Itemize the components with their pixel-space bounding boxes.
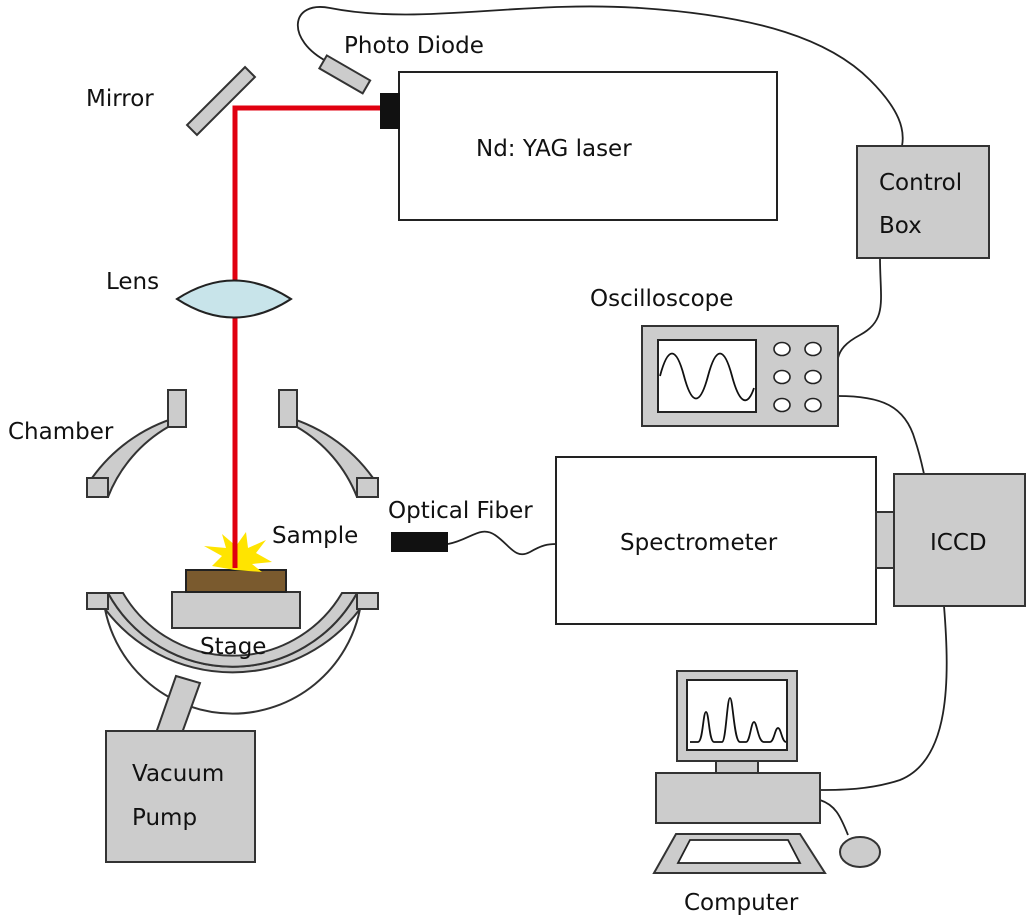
wire-computer-mouse <box>819 799 849 836</box>
oscilloscope-screen <box>657 339 757 413</box>
iccd-label: ICCD <box>930 530 987 556</box>
wire-oscilloscope-iccd <box>837 395 925 475</box>
spectrometer-label: Spectrometer <box>620 530 778 556</box>
optical-fiber-label: Optical Fiber <box>388 498 533 524</box>
sample-label: Sample <box>272 523 358 549</box>
chamber <box>86 389 379 715</box>
chamber-flange-right-upper <box>356 477 379 498</box>
chamber-flange-left-upper <box>86 477 109 498</box>
control-box <box>856 145 990 259</box>
oscilloscope-knob <box>773 369 791 385</box>
plasma-spark <box>204 532 272 572</box>
laser-label: Nd: YAG laser <box>476 136 632 162</box>
iccd-box <box>893 473 1026 607</box>
mirror <box>185 65 257 137</box>
optical-fiber-head <box>391 532 448 552</box>
control-box-label-line2: Box <box>879 213 922 239</box>
photo-diode <box>317 54 372 95</box>
oscilloscope-knob <box>804 397 822 413</box>
computer <box>652 670 881 874</box>
laser-box <box>398 71 778 221</box>
chamber-flange-left-lower <box>86 592 109 610</box>
chamber-flange-right-lower <box>356 592 379 610</box>
vacuum-pipe <box>154 674 202 734</box>
oscilloscope-knob <box>804 341 822 357</box>
wire-iccd-computer <box>819 605 948 791</box>
computer-mouse <box>839 836 881 868</box>
iccd-connector <box>875 511 895 569</box>
control-box-label-line1: Control <box>879 170 962 196</box>
stage-label: Stage <box>200 634 266 660</box>
vacuum-pump-label-line1: Vacuum <box>132 761 224 787</box>
mirror-label: Mirror <box>86 86 154 112</box>
oscilloscope-knob <box>804 369 822 385</box>
chamber-flange-top-right <box>278 389 298 428</box>
lens <box>175 279 293 319</box>
oscilloscope-knobs <box>773 341 822 413</box>
wire-controlbox-oscilloscope <box>837 257 882 359</box>
vacuum-pump <box>105 730 256 863</box>
wire-photodiode-controlbox <box>296 5 904 147</box>
photo-diode-label: Photo Diode <box>344 33 484 59</box>
spectrometer-box <box>555 456 877 625</box>
laser-beam <box>232 105 383 568</box>
computer-monitor-neck <box>715 760 759 774</box>
computer-label: Computer <box>684 890 799 916</box>
computer-keyboard-inner <box>676 839 802 864</box>
oscilloscope-label: Oscilloscope <box>590 286 733 312</box>
chamber-flange-top-left <box>167 389 187 428</box>
chamber-label: Chamber <box>8 419 114 445</box>
laser-aperture <box>380 93 400 129</box>
lens-label: Lens <box>106 269 159 295</box>
optical-fiber-cable <box>447 530 557 556</box>
oscilloscope-knob <box>773 397 791 413</box>
sample <box>185 569 287 593</box>
computer-case <box>655 772 821 824</box>
stage <box>171 591 301 629</box>
oscilloscope-waveform <box>659 352 755 401</box>
computer-spectrum-trace <box>690 697 787 743</box>
oscilloscope-knob <box>773 341 791 357</box>
vacuum-pump-label-line2: Pump <box>132 805 197 831</box>
